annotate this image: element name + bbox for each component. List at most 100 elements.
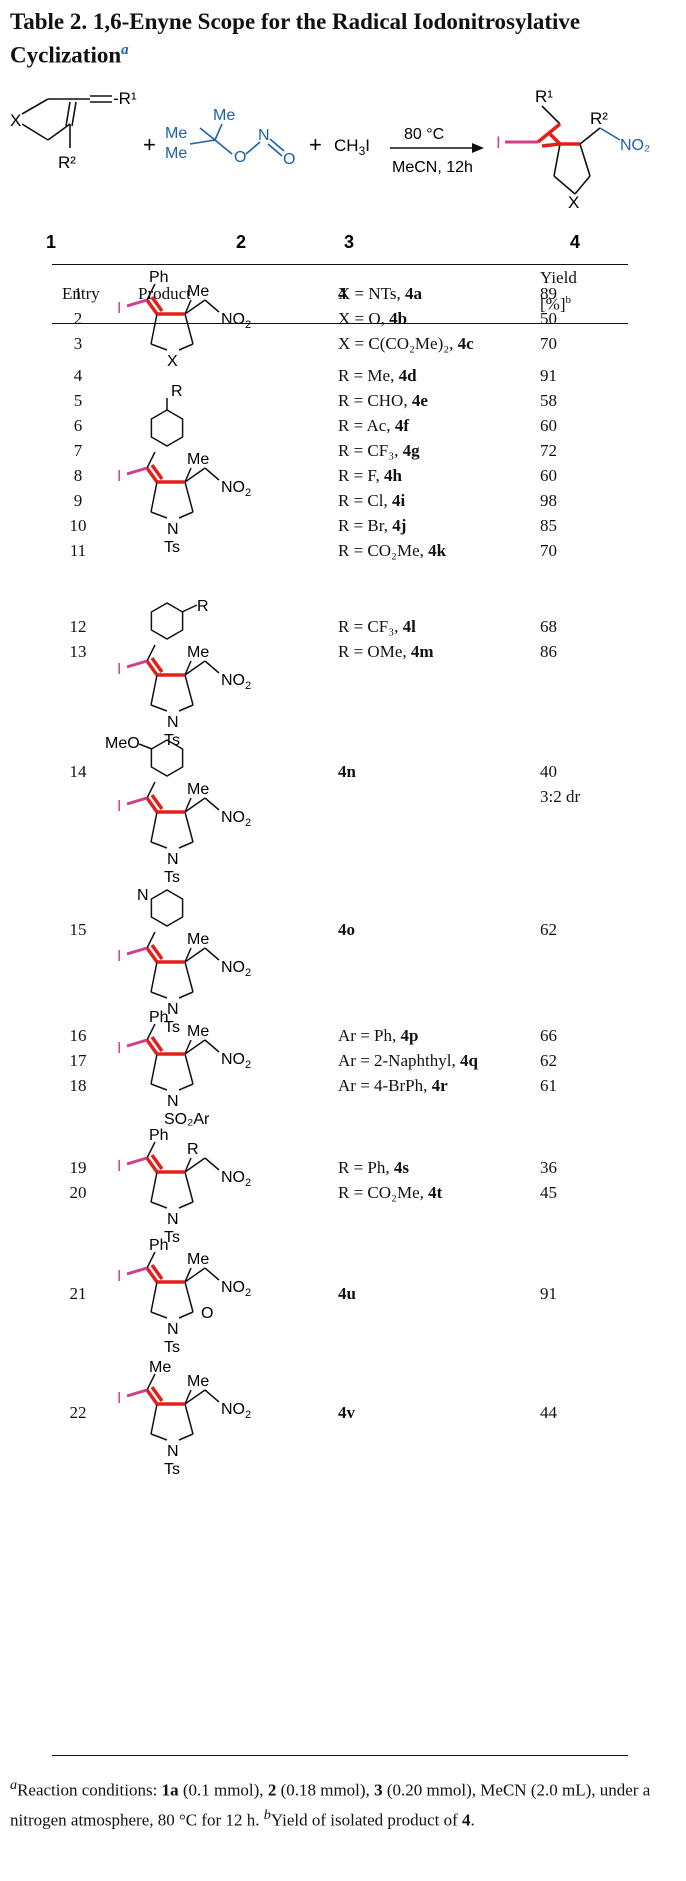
compound-number: 4r [431,1076,448,1095]
table-row-yield: 89 [540,284,557,303]
table-row-yield: 72 [540,441,557,460]
compound-number: 4a [404,284,422,303]
table-header-rule [52,323,628,324]
table-row-yield: 61 [540,1076,557,1095]
table-row-entry: 12 [69,617,87,636]
compound-number: 4f [394,416,409,435]
table-row-entry: 21 [69,1284,87,1303]
substituent-text: Ar = 2-Naphthyl, [338,1051,460,1070]
table-top-rule [52,264,628,265]
table-row-entry: 19 [69,1158,87,1177]
nitro-group: NO [221,479,245,496]
ring-n-substituent: Ts [164,1339,180,1356]
scheme-tbu-me-3: Me [165,145,187,162]
table-row-entry: 14 [69,762,87,781]
ring-heteroatom: N [167,1443,179,1460]
table-row-substituent: X = NTs, 4a [338,284,422,304]
table-row-substituent: R = CO₂Me, 4k [338,541,446,561]
table-row-entry: 2 [73,309,83,328]
alkene-substituent: Ph [149,1127,169,1144]
table-row-entry: 1 [73,284,83,303]
header-yield-unit: [%]b [540,294,571,314]
table-row-yield: 50 [540,309,557,328]
ring-heteroatom: N [167,1093,179,1110]
scheme-r1-label: -R¹ [113,89,137,108]
compound-number: 4t [428,1183,443,1202]
table-row-yield: 60 [540,416,557,435]
table-row-entry: 18 [69,1076,87,1095]
scheme-plus-2: + [309,132,322,157]
reaction-scheme: X -R¹ R² + Me Me Me O N O + CH3I 80 °C M… [10,87,650,252]
table-row-substituent: Ar = 2-Naphthyl, 4q [338,1051,478,1071]
substituent-text: R = CO₂Me, [338,541,429,560]
substituent-text: R = OMe, [338,642,411,661]
table-bottom-rule [52,1755,628,1756]
compound-number: 4k [428,541,447,560]
nitro-group: NO [221,1279,245,1296]
quaternary-substituent: Me [187,644,209,661]
table-row-substituent: R = Ph, 4s [338,1158,409,1178]
nitro-subscript: 2 [245,1059,251,1071]
table-row-yield: 58 [540,391,557,410]
scheme-product-r2: R² [590,109,608,128]
table-row-entry: 5 [73,391,83,410]
table-row-entry: 22 [69,1403,87,1422]
substituent-text: R = Me, [338,366,399,385]
scheme-product-r1: R¹ [535,87,553,106]
substituent-text: R = CF₃, [338,441,403,460]
table-row-substituent: 4o [338,920,355,940]
table-row-substituent: R = Me, 4d [338,366,417,386]
aryl-substituent: R [171,383,183,400]
table-row-yield: 45 [540,1183,557,1202]
table-row-entry: 10 [69,516,87,535]
table-row-yield: 68 [540,617,557,636]
iodine-atom: I [117,948,121,965]
title-footnote-marker: a [121,42,129,58]
table-row-yield: 66 [540,1026,557,1045]
scheme-product-iodine: I [496,133,501,152]
table-row-yield: 70 [540,541,557,560]
substituent-text: R = Ac, [338,416,395,435]
table-row-substituent: R = CHO, 4e [338,391,428,411]
iodine-atom: I [117,1040,121,1057]
compound-number: 4c [457,334,474,353]
nitro-subscript: 2 [245,1409,251,1421]
table-row-entry: 9 [73,491,83,510]
ring-heteroatom: X [167,353,178,370]
table-row-substituent: R = CO₂Me, 4t [338,1183,442,1203]
table-row-entry: 11 [69,541,87,560]
compound-number: 4u [338,1284,356,1303]
compound-number: 4g [402,441,420,460]
nitro-group: NO [221,1401,245,1418]
compound-number: 4v [338,1403,355,1422]
compound-number: 4q [459,1051,478,1070]
nitro-subscript: 2 [245,680,251,692]
iodine-atom: I [117,661,121,678]
table-row-entry: 6 [73,416,83,435]
ring-n-substituent: SO₂Ar [164,1111,210,1128]
table-row-dr: 3:2 dr [540,787,581,806]
substituent-text: R = F, [338,466,385,485]
scheme-label-1: 1 [46,232,56,252]
alkene-substituent: Ph [149,1237,169,1254]
alkene-substituent: Me [149,1359,171,1376]
iodine-atom: I [117,1158,121,1175]
table-row-substituent: X = C(CO₂Me)₂, 4c [338,334,474,354]
table-row-substituent: 4u [338,1284,356,1304]
table-row-substituent: R = Br, 4j [338,516,406,536]
quaternary-substituent: Me [187,1373,209,1390]
table-row-yield: 62 [540,920,557,939]
compound-number: 4j [392,516,407,535]
scheme-nitrite-o: O [234,149,246,166]
nitro-group: NO [221,672,245,689]
nitro-subscript: 2 [245,1177,251,1189]
compound-number: 4d [398,366,417,385]
quaternary-substituent: Me [187,451,209,468]
scheme-product-no2: NO₂ [620,137,650,154]
table-row-substituent: Ar = Ph, 4p [338,1026,418,1046]
ring-n-substituent: Ts [164,1461,180,1478]
table-row-yield: 60 [540,466,557,485]
